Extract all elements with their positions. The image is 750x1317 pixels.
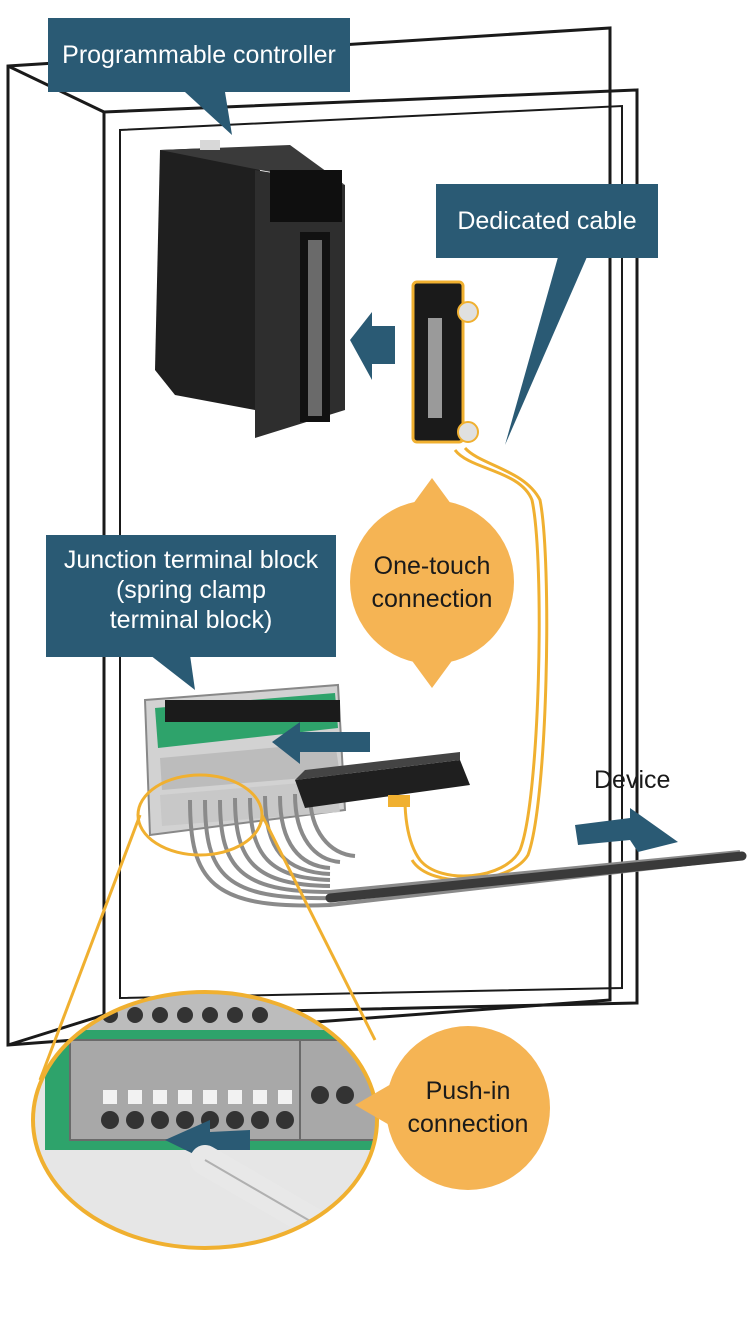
junction-terminal-block: [143, 683, 347, 837]
zoom-circle-outline: [31, 990, 379, 1250]
push-in-badge: [355, 1026, 550, 1190]
label-one-touch: One-touch connection: [352, 550, 512, 616]
programmable-controller-text: Programmable controller: [62, 41, 336, 69]
callout-pointer-plc: [185, 92, 232, 135]
junction-terminal-line3: terminal block): [109, 606, 273, 634]
label-junction-terminal-block: Junction terminal block (spring clamp te…: [46, 535, 336, 657]
callout-pointer-terminal: [150, 655, 195, 690]
callout-pointer-cable: [505, 250, 590, 445]
insert-arrow-terminal: [272, 722, 370, 764]
device-cable: [325, 851, 747, 903]
label-device: Device: [594, 766, 670, 795]
device-text: Device: [594, 766, 671, 794]
one-touch-badge: [350, 478, 514, 688]
one-touch-line1: One-touch: [373, 552, 491, 580]
device-arrow: [575, 808, 678, 852]
cable-connector: [411, 280, 479, 444]
push-in-line1: Push-in: [425, 1077, 511, 1105]
push-in-line2: connection: [407, 1110, 529, 1138]
label-programmable-controller: Programmable controller: [48, 18, 350, 92]
label-push-in: Push-in connection: [388, 1075, 548, 1141]
plc-module: [155, 140, 345, 438]
junction-terminal-line1: Junction terminal block: [63, 546, 319, 574]
zoom-guide-lines: [38, 773, 377, 1081]
insert-arrow-controller: [350, 312, 395, 380]
one-touch-line2: connection: [371, 585, 493, 613]
label-dedicated-cable: Dedicated cable: [436, 184, 658, 258]
flat-cable-connector: [295, 752, 470, 808]
junction-terminal-line2: (spring clamp: [115, 576, 267, 604]
dedicated-cable-text: Dedicated cable: [457, 207, 637, 235]
